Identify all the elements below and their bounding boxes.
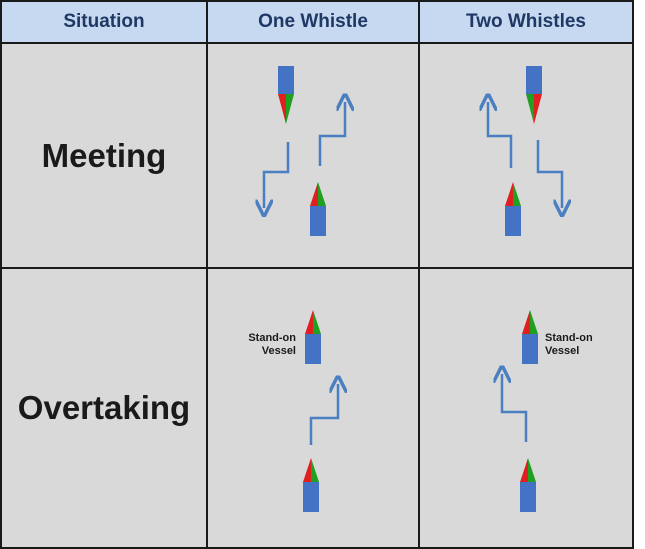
vessel-heading-up [505, 182, 521, 236]
header-two-whistles-label: Two Whistles [466, 11, 586, 32]
stand-on-vessel-label: Stand-on Vessel [248, 332, 296, 357]
arrow-alter-starboard [318, 102, 345, 166]
vessel-heading-up [310, 182, 326, 236]
arrow-pass-starboard [309, 384, 338, 445]
row-overtaking: Overtaking [0, 267, 208, 549]
vessel-heading-down [278, 66, 294, 124]
arrow-alter-starboard [264, 142, 290, 208]
vessel-stand-on [305, 310, 321, 364]
header-situation-label: Situation [63, 11, 145, 32]
header-situation: Situation [0, 0, 208, 44]
vessel-heading-down [526, 66, 542, 124]
row-meeting-label: Meeting [41, 136, 167, 174]
header-two-whistles: Two Whistles [418, 0, 634, 44]
header-one-whistle-label: One Whistle [258, 11, 368, 32]
stand-on-vessel-label: Stand-on Vessel [545, 332, 593, 357]
arrow-alter-port [488, 102, 513, 168]
vessel-stand-on [522, 310, 538, 364]
vessel-overtaking [520, 458, 536, 512]
vessel-overtaking [303, 458, 319, 512]
arrow-alter-port [536, 140, 562, 208]
row-overtaking-label: Overtaking [17, 389, 191, 426]
arrow-pass-port [502, 374, 528, 442]
